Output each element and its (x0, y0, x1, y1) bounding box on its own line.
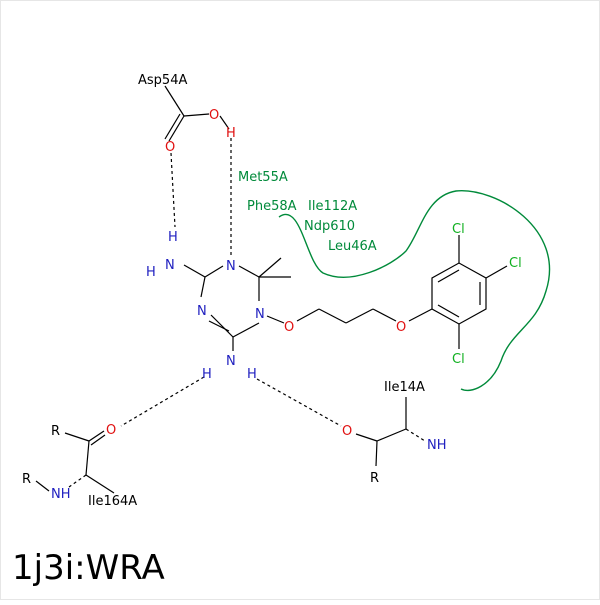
atom-nh-ile14a: NH (427, 438, 447, 453)
atom-cl-right: Cl (509, 256, 522, 271)
hydrophobic-contact-arc (278, 190, 551, 391)
hbond-nh-to-ile14a-o (256, 378, 342, 427)
ile164a-fragment (35, 430, 115, 494)
contact-ile112a: Ile112A (308, 199, 357, 214)
atom-r-ile164a-top: R (51, 424, 60, 439)
atom-cl-bottom: Cl (452, 352, 465, 367)
atom-nh-ile164a: NH (51, 487, 71, 502)
atom-r-ile14a: R (370, 471, 379, 486)
atom-h-amine-bottom-left: H (202, 367, 212, 382)
hbond-asp-o-to-nh (170, 152, 176, 228)
asp54a-group (164, 85, 230, 142)
atom-h-amine-top: H (168, 230, 178, 245)
atom-h-amine-left: H (146, 265, 156, 280)
residue-ile164a: Ile164A (88, 494, 137, 509)
atom-n-ring-right: N (255, 307, 265, 322)
atom-n-ring-left: N (197, 304, 207, 319)
propoxy-linker (296, 308, 433, 324)
atom-n-ring-top: N (226, 259, 236, 274)
residue-ile14a: Ile14A (384, 380, 425, 395)
trichlorophenyl-ring (431, 235, 508, 349)
atom-cl-top: Cl (452, 222, 465, 237)
atom-r-ile164a-bottom: R (22, 472, 31, 487)
atom-o-ether-1: O (284, 320, 294, 335)
atom-o-ile164a: O (106, 423, 116, 438)
atom-h-hydroxyl: H (226, 126, 236, 141)
triazine-ring (183, 257, 291, 351)
atom-h-amine-bottom-right: H (247, 367, 257, 382)
atom-o-hydroxyl: O (209, 108, 219, 123)
atom-n-amine-left: N (165, 258, 175, 273)
contact-leu46a: Leu46A (328, 239, 377, 254)
diagram-caption: 1j3i:WRA (12, 548, 165, 588)
residue-asp54a: Asp54A (138, 73, 187, 88)
atom-n-amine-bottom: N (226, 354, 236, 369)
contact-met55a: Met55A (238, 170, 288, 185)
ile14a-fragment (355, 397, 426, 467)
atom-o-ether-2: O (396, 320, 406, 335)
hbond-nh-to-ile164a-o (120, 376, 205, 427)
contact-ndp610: Ndp610 (304, 219, 355, 234)
contact-phe58a: Phe58A (247, 199, 297, 214)
atom-o-carbonyl: O (165, 140, 175, 155)
atom-o-ile14a: O (342, 424, 352, 439)
